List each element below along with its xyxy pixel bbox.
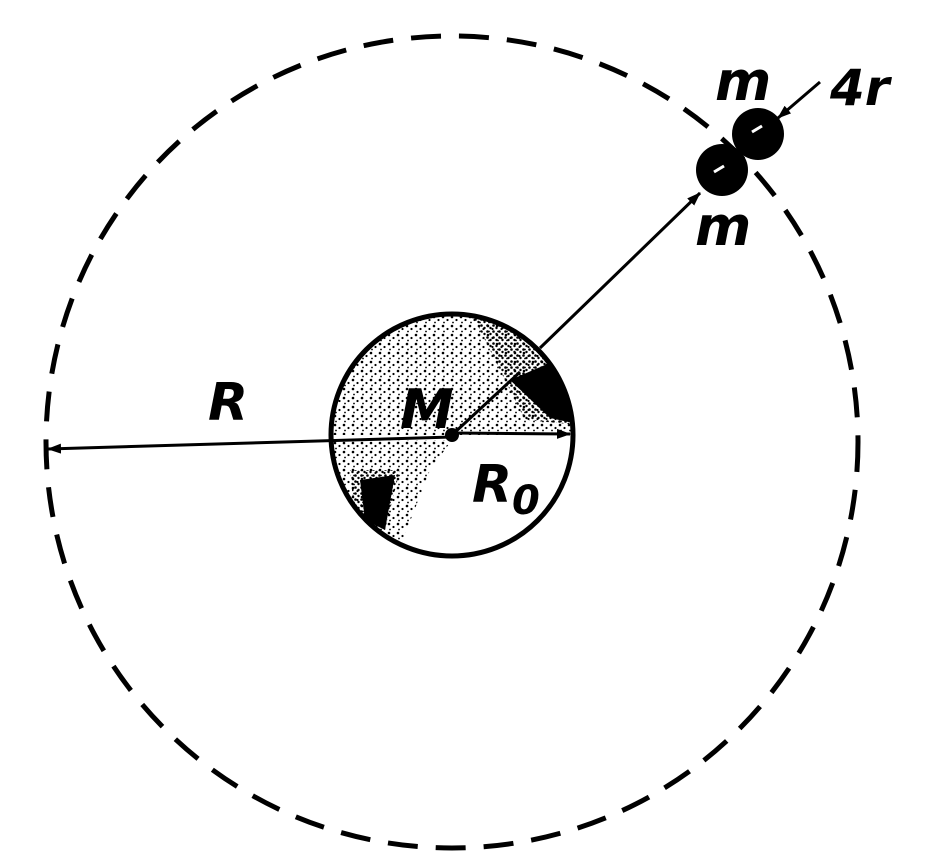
planet-radius-diagonal	[450, 370, 522, 437]
planet-radius-subscript: 0	[512, 478, 540, 524]
orbit-radius-arrow	[47, 435, 453, 454]
mass-lower	[696, 144, 748, 196]
mass-upper	[732, 108, 784, 160]
planet-radius-arrow	[451, 428, 571, 439]
orbit-circle	[43, 33, 861, 851]
central-mass-label: M	[400, 378, 454, 441]
separation-arrow	[777, 80, 821, 120]
mass-pair	[696, 108, 784, 196]
orbit-radius-label: R	[208, 373, 248, 433]
planet-radius-letter: R	[472, 455, 512, 515]
distance-arrow	[538, 191, 702, 350]
planet-radius-label: R0	[472, 455, 540, 524]
separation-label: 4r	[829, 59, 893, 117]
planet-center-dot	[445, 428, 459, 442]
mass-lower-label: m	[695, 195, 751, 258]
mass-upper-label: m	[715, 50, 771, 113]
